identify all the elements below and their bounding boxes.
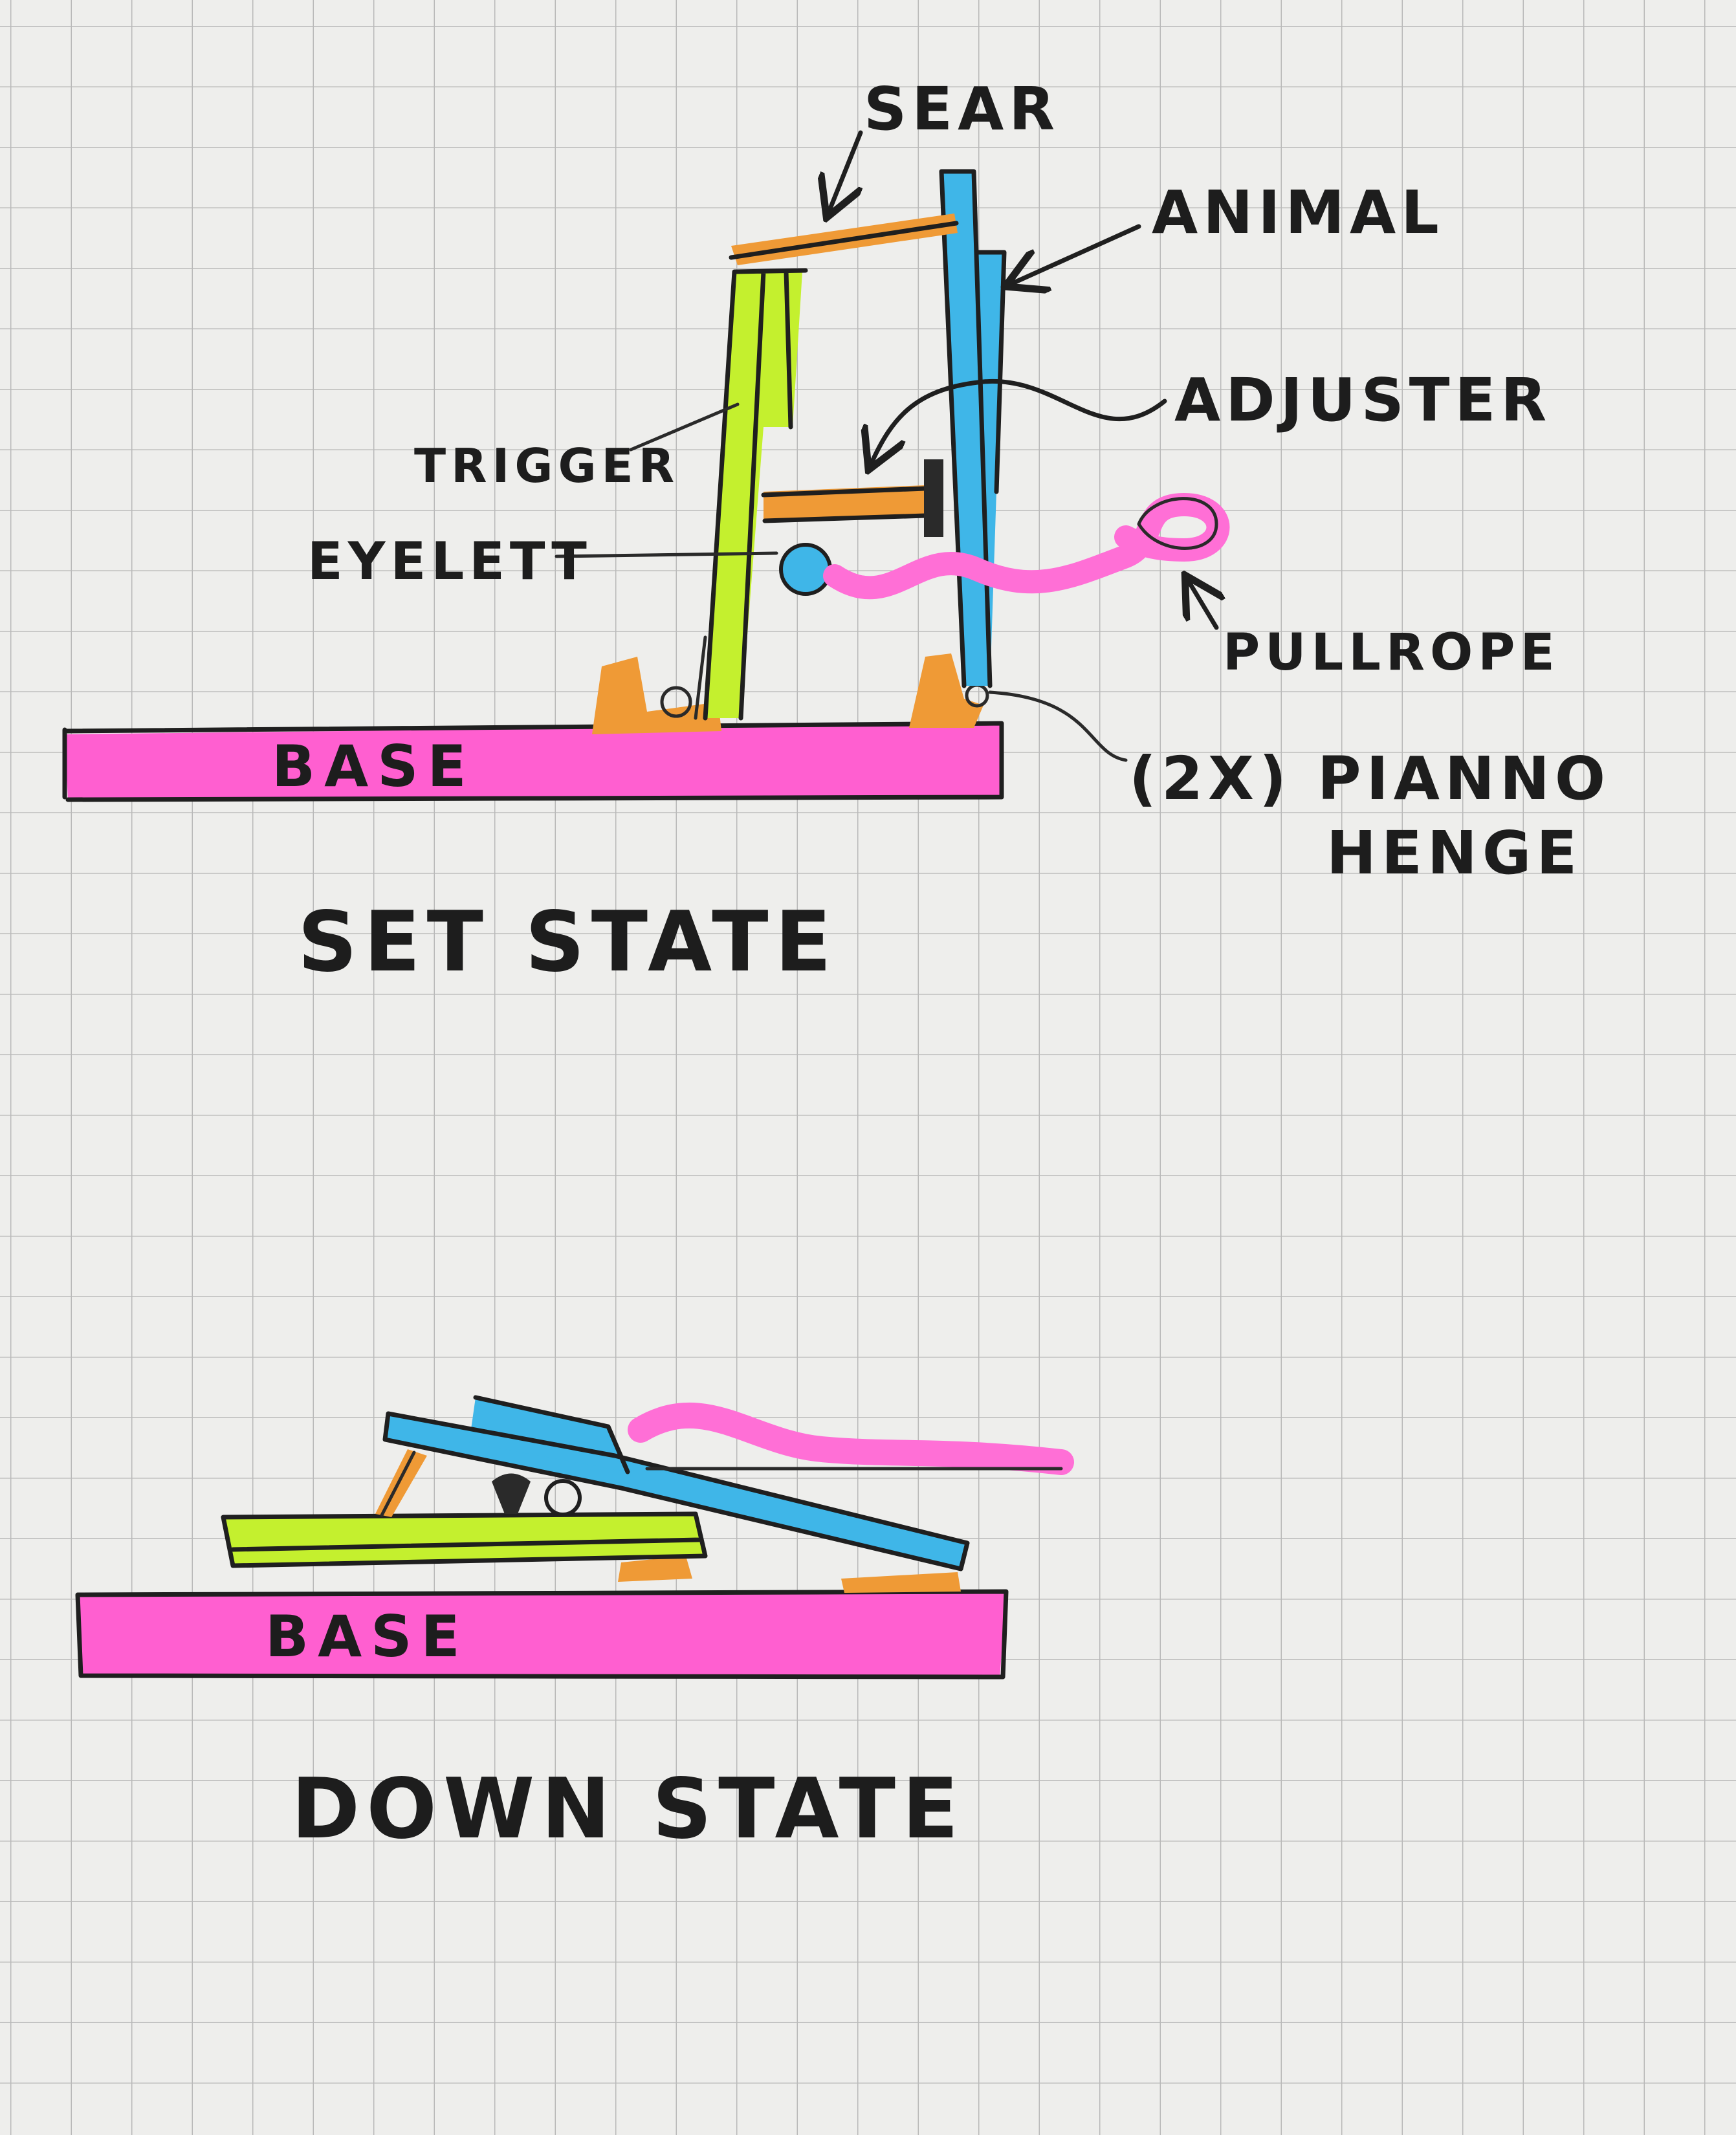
set-state-drawing xyxy=(62,169,1230,802)
set-right-hinge xyxy=(909,653,983,728)
adjuster-arrow xyxy=(870,378,1167,466)
sear-arrow xyxy=(828,130,863,214)
label-hinge-line1: (2X) PIANNO xyxy=(1129,744,1610,813)
set-pullrope-loop xyxy=(1137,497,1218,550)
down-trigger-arm xyxy=(223,1514,705,1566)
down-right-hinge xyxy=(841,1572,961,1593)
down-animal-outline xyxy=(382,1395,970,1571)
set-sear-outline xyxy=(729,221,959,260)
down-eyelet xyxy=(544,1479,582,1516)
set-animal-outline xyxy=(939,169,1007,688)
set-left-hinge xyxy=(592,657,721,734)
animal-arrow xyxy=(1009,224,1141,285)
hinge-leader xyxy=(988,690,1128,762)
pullrope-arrow xyxy=(1187,579,1216,630)
label-adjuster: ADJUSTER xyxy=(1174,366,1552,435)
set-trigger-foot xyxy=(694,635,707,720)
set-adjuster-head xyxy=(924,459,943,537)
set-adjuster-outline xyxy=(761,486,928,523)
eyelet-leader xyxy=(555,551,778,558)
set-state-labels: SEAR ANIMAL ADJUSTER TRIGGER EYELETT PUL… xyxy=(272,74,1610,991)
set-trigger-outline xyxy=(703,268,808,721)
down-base-board xyxy=(78,1592,1006,1679)
down-trigger-outline xyxy=(221,1511,708,1568)
down-base-outline xyxy=(75,1589,1009,1680)
label-set-base: BASE xyxy=(272,733,476,800)
set-base-outline xyxy=(62,721,1004,802)
set-eyelet xyxy=(779,543,832,596)
down-adjuster xyxy=(492,1473,531,1514)
down-state-drawing xyxy=(75,1395,1074,1680)
trigger-leader xyxy=(629,402,740,452)
label-animal: ANIMAL xyxy=(1152,178,1444,247)
label-trigger: TRIGGER xyxy=(414,439,679,493)
caption-down-state: DOWN STATE xyxy=(291,1761,965,1857)
set-base-board xyxy=(65,723,1000,800)
down-pullrope xyxy=(628,1402,1074,1475)
caption-set-state: SET STATE xyxy=(298,894,838,991)
set-hinge-pin-left xyxy=(660,686,692,718)
label-sear: SEAR xyxy=(864,74,1060,144)
label-hinge-line2: HENGE xyxy=(1326,818,1582,888)
label-eyelet: EYELETT xyxy=(307,531,592,591)
down-animal-paddle xyxy=(469,1397,628,1472)
down-sear-outline xyxy=(380,1451,416,1517)
set-animal-arm xyxy=(941,171,1006,686)
down-left-hinge xyxy=(618,1556,692,1582)
label-down-base: BASE xyxy=(265,1603,469,1670)
label-pullrope: PULLROPE xyxy=(1223,624,1560,682)
down-state-labels: BASE DOWN STATE xyxy=(265,1603,965,1857)
